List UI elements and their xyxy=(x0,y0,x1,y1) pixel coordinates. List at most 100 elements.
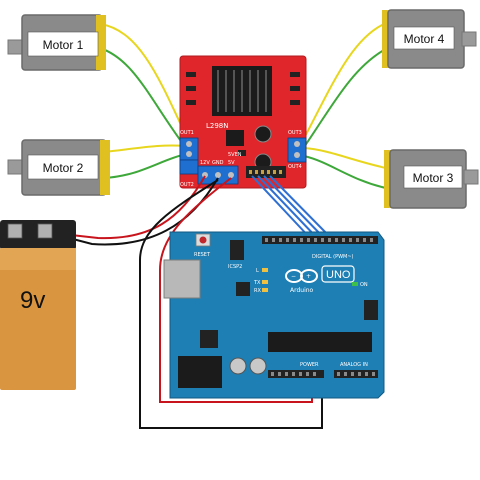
arduino-crystal xyxy=(200,330,218,348)
motor-1: Motor 1 xyxy=(7,14,106,71)
motor4-wire-yellow xyxy=(301,23,385,143)
l298n-driver: L298N xyxy=(179,55,307,189)
motor4-label-box xyxy=(393,26,455,50)
signal-wires xyxy=(251,175,334,241)
motor3-label-box xyxy=(403,165,463,189)
arduino-capacitor-1 xyxy=(229,357,247,375)
arduino-brand-label: Arduino xyxy=(290,287,314,294)
arduino-board xyxy=(169,231,385,399)
arduino-tx-led xyxy=(262,280,268,284)
driver-chip-label: L298N xyxy=(206,122,229,130)
motor1-label: Motor 1 xyxy=(43,38,84,52)
motor3-endcap xyxy=(384,150,394,208)
arduino-uno: RESET ICSP2 DIGITAL (PWM~) − + UNO Ardui… xyxy=(163,231,385,399)
driver-capacitor-1 xyxy=(254,125,272,143)
arduino-power-jack[interactable] xyxy=(178,356,222,388)
driver-out3-label: OUT3 xyxy=(288,130,302,136)
driver-terminal-out2b[interactable] xyxy=(179,159,199,175)
logo-plus: + xyxy=(306,273,311,280)
battery-terminal-pos xyxy=(37,223,53,239)
arduino-rx-label: RX xyxy=(254,288,261,294)
terminal-screw xyxy=(186,151,192,157)
arduino-l-led xyxy=(262,268,268,272)
arduino-reset-label: RESET xyxy=(194,252,211,258)
arduino-icsp2-header[interactable] xyxy=(230,240,244,260)
motor1-wire-yellow xyxy=(99,23,189,141)
motor2-wire-yellow xyxy=(103,144,187,153)
reset-button-cap xyxy=(199,236,207,244)
driver-diodes xyxy=(186,72,300,105)
terminal-screw xyxy=(294,141,300,147)
arduino-usb-port[interactable] xyxy=(163,259,201,299)
motor-3: Motor 3 xyxy=(384,149,479,209)
driver-out1-label: OUT1 xyxy=(180,130,194,136)
motor1-wire-green xyxy=(99,47,187,149)
arduino-l-label: L xyxy=(256,268,259,274)
terminal-screw xyxy=(294,152,300,158)
driver-gnd-label: GND xyxy=(212,160,224,166)
arduino-rx-led xyxy=(262,288,268,292)
arduino-on-led xyxy=(352,282,358,286)
motor4-shaft xyxy=(461,31,477,47)
arduino-digital-header[interactable] xyxy=(262,236,378,244)
arduino-uno-badge xyxy=(321,265,355,283)
motor-4: Motor 4 xyxy=(382,9,477,69)
battery-black-wire xyxy=(45,177,219,246)
motor4-endcap xyxy=(382,10,392,68)
terminal-screw xyxy=(215,172,221,178)
power-header-pins xyxy=(271,372,316,376)
motor-wires xyxy=(99,23,387,189)
motor4-wire-green xyxy=(301,49,385,151)
battery-terminal-neg xyxy=(7,223,23,239)
driver-header-pins xyxy=(249,170,282,174)
motor2-endcap xyxy=(100,140,110,195)
arduino-power-header[interactable] xyxy=(268,370,324,378)
digital-header-pins xyxy=(265,238,373,242)
signal-wire-3 xyxy=(263,175,327,241)
driver-12v-label: 12V xyxy=(200,160,210,166)
driver-gnd-wire xyxy=(139,179,323,429)
signal-wire-2 xyxy=(257,175,320,241)
signal-wire-1 xyxy=(251,175,313,241)
driver-input-header[interactable] xyxy=(246,166,286,178)
arduino-model-label: UNO xyxy=(326,269,351,281)
driver-jumper[interactable] xyxy=(238,150,246,156)
arduino-infinity-logo xyxy=(285,269,318,283)
motor1-label-box xyxy=(27,31,99,57)
analog-header-pins xyxy=(337,372,375,376)
driver-out2-label: OUT2 xyxy=(180,182,194,188)
arduino-icsp-header[interactable] xyxy=(364,300,378,320)
battery-9v: 9v xyxy=(0,220,76,390)
arduino-on-label: ON xyxy=(360,282,368,288)
arduino-digital-label: DIGITAL (PWM~) xyxy=(312,254,354,260)
motor2-label-box xyxy=(27,154,99,180)
motor-2: Motor 2 xyxy=(7,139,110,196)
arduino-analog-header[interactable] xyxy=(334,370,378,378)
motor2-label: Motor 2 xyxy=(43,161,84,175)
motor3-shaft xyxy=(463,169,479,185)
motor3-wire-yellow xyxy=(303,147,387,169)
arduino-usb-chip xyxy=(236,282,250,296)
motor3-wire-green xyxy=(303,155,387,189)
arduino-tx-label: TX xyxy=(253,280,261,286)
driver-en-label: 5VEN xyxy=(228,152,242,158)
arduino-icsp-label: ICSP2 xyxy=(228,264,242,270)
battery-label: 9v xyxy=(20,287,45,314)
motor4-label: Motor 4 xyxy=(404,32,445,46)
driver-terminal-out34[interactable] xyxy=(287,137,307,163)
terminal-screw xyxy=(202,172,208,178)
battery-body xyxy=(0,248,76,390)
terminal-screw xyxy=(228,172,234,178)
logo-minus: − xyxy=(291,273,296,280)
battery-shine xyxy=(0,248,76,270)
signal-wire-4 xyxy=(269,175,334,241)
heatsink-fins xyxy=(217,70,267,112)
arduino-atmega-chip xyxy=(268,332,372,352)
arduino-capacitor-2 xyxy=(249,357,267,375)
arduino-power-label: POWER xyxy=(300,362,319,368)
driver-board xyxy=(179,55,307,189)
driver-regulator xyxy=(226,130,244,146)
terminal-screw xyxy=(186,141,192,147)
battery-red-wire xyxy=(61,175,206,240)
